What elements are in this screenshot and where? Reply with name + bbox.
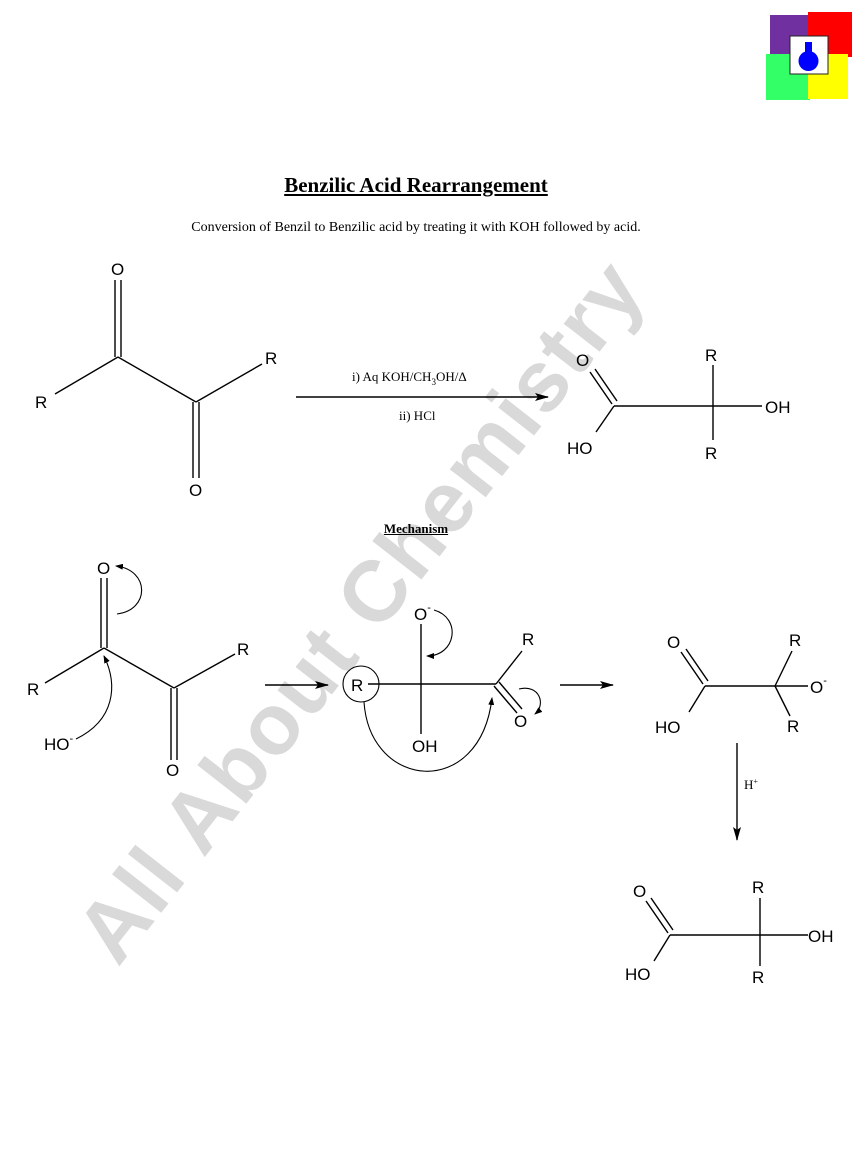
mechanism-heading: Mechanism bbox=[383, 521, 449, 536]
reactant-r-left: R bbox=[35, 393, 47, 412]
final-r-top: R bbox=[752, 878, 764, 897]
protonation-reagent: H+ bbox=[744, 777, 758, 792]
curly-arrow-hydroxide-attack bbox=[75, 655, 113, 740]
reactant-o-bottom: O bbox=[189, 481, 202, 500]
reagent-step-2: ii) HCl bbox=[399, 408, 436, 423]
product-oh: OH bbox=[765, 398, 791, 417]
step2-r-right: R bbox=[522, 630, 534, 649]
reaction-arrow: i) Aq KOH/CH3OH/Δ ii) HCl bbox=[296, 369, 549, 423]
final-r-bottom: R bbox=[752, 968, 764, 987]
curly-arrow-carbonyl-push bbox=[518, 687, 543, 715]
benzil-reactant: O O R R bbox=[35, 260, 277, 500]
step1-r-left: R bbox=[27, 680, 39, 699]
step1-r-right: R bbox=[237, 640, 249, 659]
step1-o-bottom: O bbox=[166, 761, 179, 780]
protonation-arrow: H+ bbox=[733, 743, 758, 841]
reactant-o-top: O bbox=[111, 260, 124, 279]
step2-oh: OH bbox=[412, 737, 438, 756]
curly-arrow-migration bbox=[363, 697, 495, 772]
final-o: O bbox=[633, 882, 646, 901]
curly-arrow-alkoxide bbox=[426, 609, 453, 659]
flask-icon bbox=[766, 12, 852, 100]
mechanism-step-3: O HO R R O- bbox=[655, 631, 827, 737]
final-ho: HO bbox=[625, 965, 651, 984]
reagent-step-1: i) Aq KOH/CH3OH/Δ bbox=[352, 369, 467, 387]
step1-o-top: O bbox=[97, 559, 110, 578]
final-oh: OH bbox=[808, 927, 834, 946]
page-title: Benzilic Acid Rearrangement bbox=[284, 173, 548, 197]
step3-r-top: R bbox=[789, 631, 801, 650]
reactant-r-right: R bbox=[265, 349, 277, 368]
site-logo bbox=[766, 12, 852, 100]
step3-o-minus: O- bbox=[810, 675, 827, 697]
product-r-top: R bbox=[705, 346, 717, 365]
step2-o-minus: O- bbox=[414, 602, 431, 624]
benzilic-acid-product: O HO R R OH bbox=[567, 346, 791, 463]
final-benzilic-acid: O HO R R OH bbox=[625, 878, 834, 987]
mechanism-step-1: O O R R HO- bbox=[27, 559, 249, 780]
product-r-bottom: R bbox=[705, 444, 717, 463]
page-subtitle: Conversion of Benzil to Benzilic acid by… bbox=[191, 220, 641, 235]
step3-ho: HO bbox=[655, 718, 681, 737]
product-o: O bbox=[576, 351, 589, 370]
step2-o-carbonyl: O bbox=[514, 712, 527, 731]
step1-hydroxide: HO- bbox=[44, 733, 74, 754]
curly-arrow-carbonyl bbox=[115, 563, 143, 615]
product-ho: HO bbox=[567, 439, 593, 458]
mechanism-step-2: R O- R OH O bbox=[342, 602, 543, 772]
step2-r-circled: R bbox=[351, 676, 363, 695]
step3-o: O bbox=[667, 633, 680, 652]
step3-r-bottom: R bbox=[787, 717, 799, 736]
